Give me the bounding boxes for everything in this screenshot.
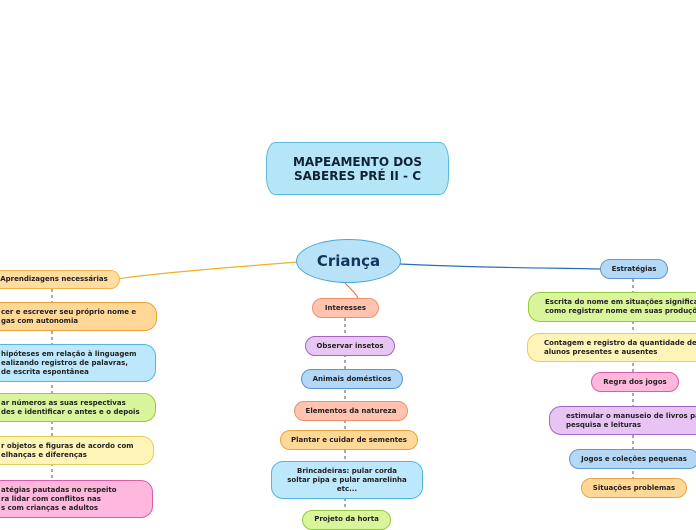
middle-item-5[interactable]: Brincadeiras: pular corda soltar pipa e …	[271, 461, 423, 499]
middle-item-6[interactable]: Projeto da horta	[302, 510, 391, 530]
right-item-2[interactable]: Contagem e registro da quantidade de alu…	[527, 333, 696, 362]
map-title-line-2: SABERES PRÉ II - C	[293, 168, 421, 183]
right-item-5[interactable]: Jogos e coleções pequenas	[569, 449, 696, 469]
middle-item-1[interactable]: Observar insetos	[305, 336, 395, 356]
right-item-4[interactable]: estimular o manuseio de livros pa pesqui…	[549, 406, 696, 435]
left-item-3[interactable]: ar números as suas respectivas des e ide…	[0, 393, 156, 422]
link-central-left	[117, 261, 299, 280]
topic-aprendizagens[interactable]: Aprendizagens necessárias	[0, 270, 120, 289]
map-title: MAPEAMENTO DOS SABERES PRÉ II - C	[266, 142, 449, 195]
middle-item-4[interactable]: Plantar e cuidar de sementes	[280, 430, 418, 450]
topic-interesses[interactable]: Interesses	[312, 298, 379, 318]
topic-estrategias[interactable]: Estratégias	[600, 259, 668, 279]
right-item-1[interactable]: Escrita do nome em situações significa c…	[528, 292, 696, 322]
left-item-5[interactable]: atégias pautadas no respeito ra lidar co…	[0, 480, 153, 518]
central-topic[interactable]: Criança	[296, 239, 401, 283]
middle-item-2[interactable]: Animais domésticos	[301, 369, 403, 389]
left-item-1[interactable]: cer e escrever seu próprio nome e gas co…	[0, 302, 157, 331]
right-item-6[interactable]: Situações problemas	[581, 478, 687, 498]
map-title-line-1: MAPEAMENTO DOS	[292, 154, 423, 169]
left-item-2[interactable]: hipóteses em relação à linguagem ealizan…	[0, 344, 156, 382]
left-item-4[interactable]: r objetos e figuras de acordo com elhanç…	[0, 436, 154, 465]
middle-item-3[interactable]: Elementos da natureza	[294, 401, 408, 421]
link-central-right	[399, 263, 601, 270]
right-item-3[interactable]: Regra dos jogos	[591, 372, 679, 392]
link-central-middle	[344, 282, 359, 299]
